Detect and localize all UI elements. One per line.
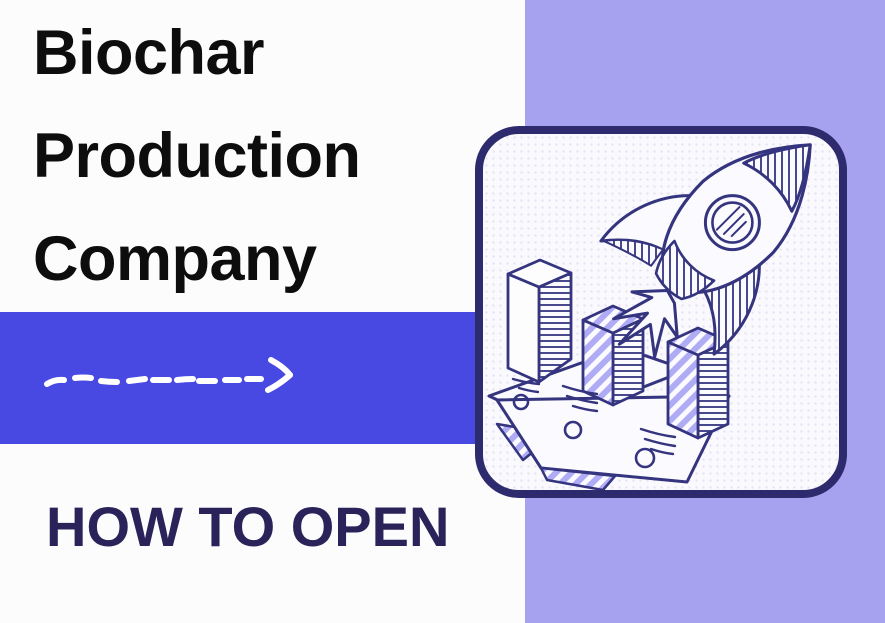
dashed-arrow-icon — [40, 352, 312, 400]
title-line-3: Company — [33, 224, 317, 294]
page-title: Biochar Production Company — [33, 2, 493, 311]
card-illustration — [487, 143, 812, 490]
accent-band — [0, 312, 510, 444]
title-line-2: Production — [33, 121, 361, 191]
title-line-1: Biochar — [33, 18, 265, 88]
illustration-card — [475, 126, 847, 498]
subtitle: HOW TO OPEN — [46, 495, 450, 558]
rocket-icon — [599, 143, 812, 359]
